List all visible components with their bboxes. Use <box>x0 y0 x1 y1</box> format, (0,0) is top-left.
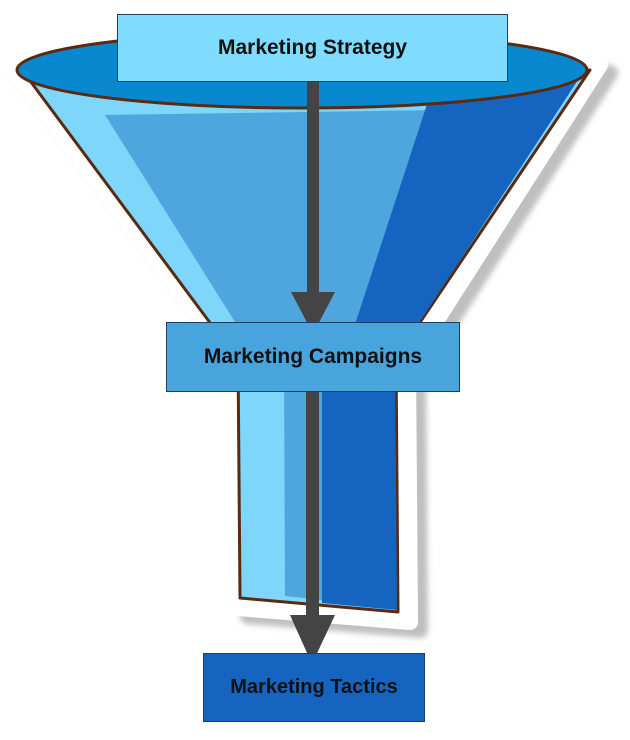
stage-box-campaigns: Marketing Campaigns <box>166 322 460 392</box>
stage-label-strategy: Marketing Strategy <box>217 36 408 59</box>
stage-box-strategy: Marketing Strategy <box>117 14 508 82</box>
funnel-cone-dark <box>345 80 578 355</box>
arrow-campaigns-to-tactics <box>290 390 335 664</box>
stage-label-campaigns: Marketing Campaigns <box>203 345 423 368</box>
funnel-spout-dark <box>322 360 397 610</box>
funnel-cone-mid <box>105 110 440 330</box>
stage-box-tactics: Marketing Tactics <box>203 653 425 722</box>
arrow-strategy-to-campaigns <box>291 75 335 334</box>
stage-label-tactics: Marketing Tactics <box>230 676 398 698</box>
